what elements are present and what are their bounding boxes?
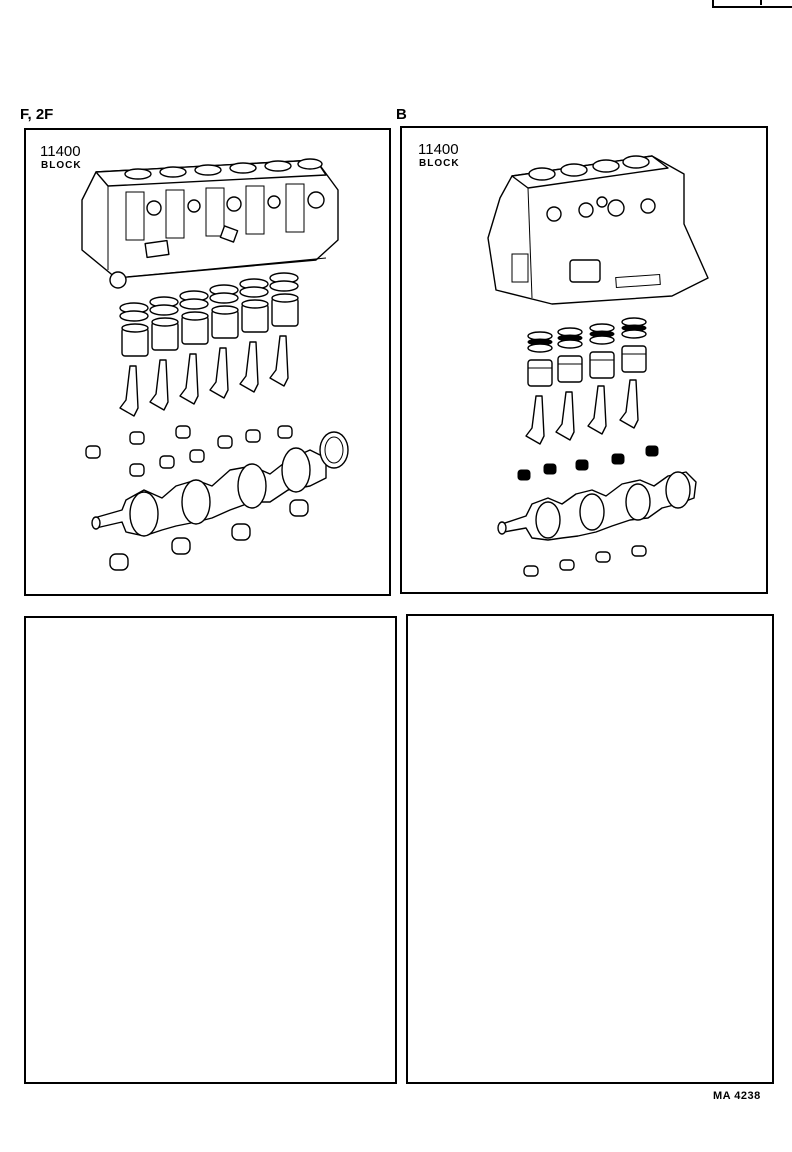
corner-frame-mark — [712, 0, 792, 8]
part-name: BLOCK — [419, 158, 460, 169]
panel-f-2f-block[interactable]: 11400 BLOCK — [24, 128, 391, 596]
corner-tick-mark — [760, 0, 762, 5]
illustration-code: MA 4238 — [713, 1090, 761, 1102]
variant-label-f-2f: F, 2F — [20, 106, 54, 123]
engine-short-block-4cyl-icon — [487, 155, 709, 577]
part-number: 11400 — [418, 141, 459, 158]
variant-label-b: B — [396, 106, 407, 123]
panel-b-block[interactable]: 11400 BLOCK — [400, 126, 768, 594]
panel-empty-lower-right[interactable] — [406, 614, 774, 1084]
engine-short-block-6cyl-icon — [81, 158, 349, 571]
part-name: BLOCK — [41, 160, 82, 171]
panel-empty-lower-left[interactable] — [24, 616, 397, 1084]
part-number: 11400 — [40, 143, 81, 160]
